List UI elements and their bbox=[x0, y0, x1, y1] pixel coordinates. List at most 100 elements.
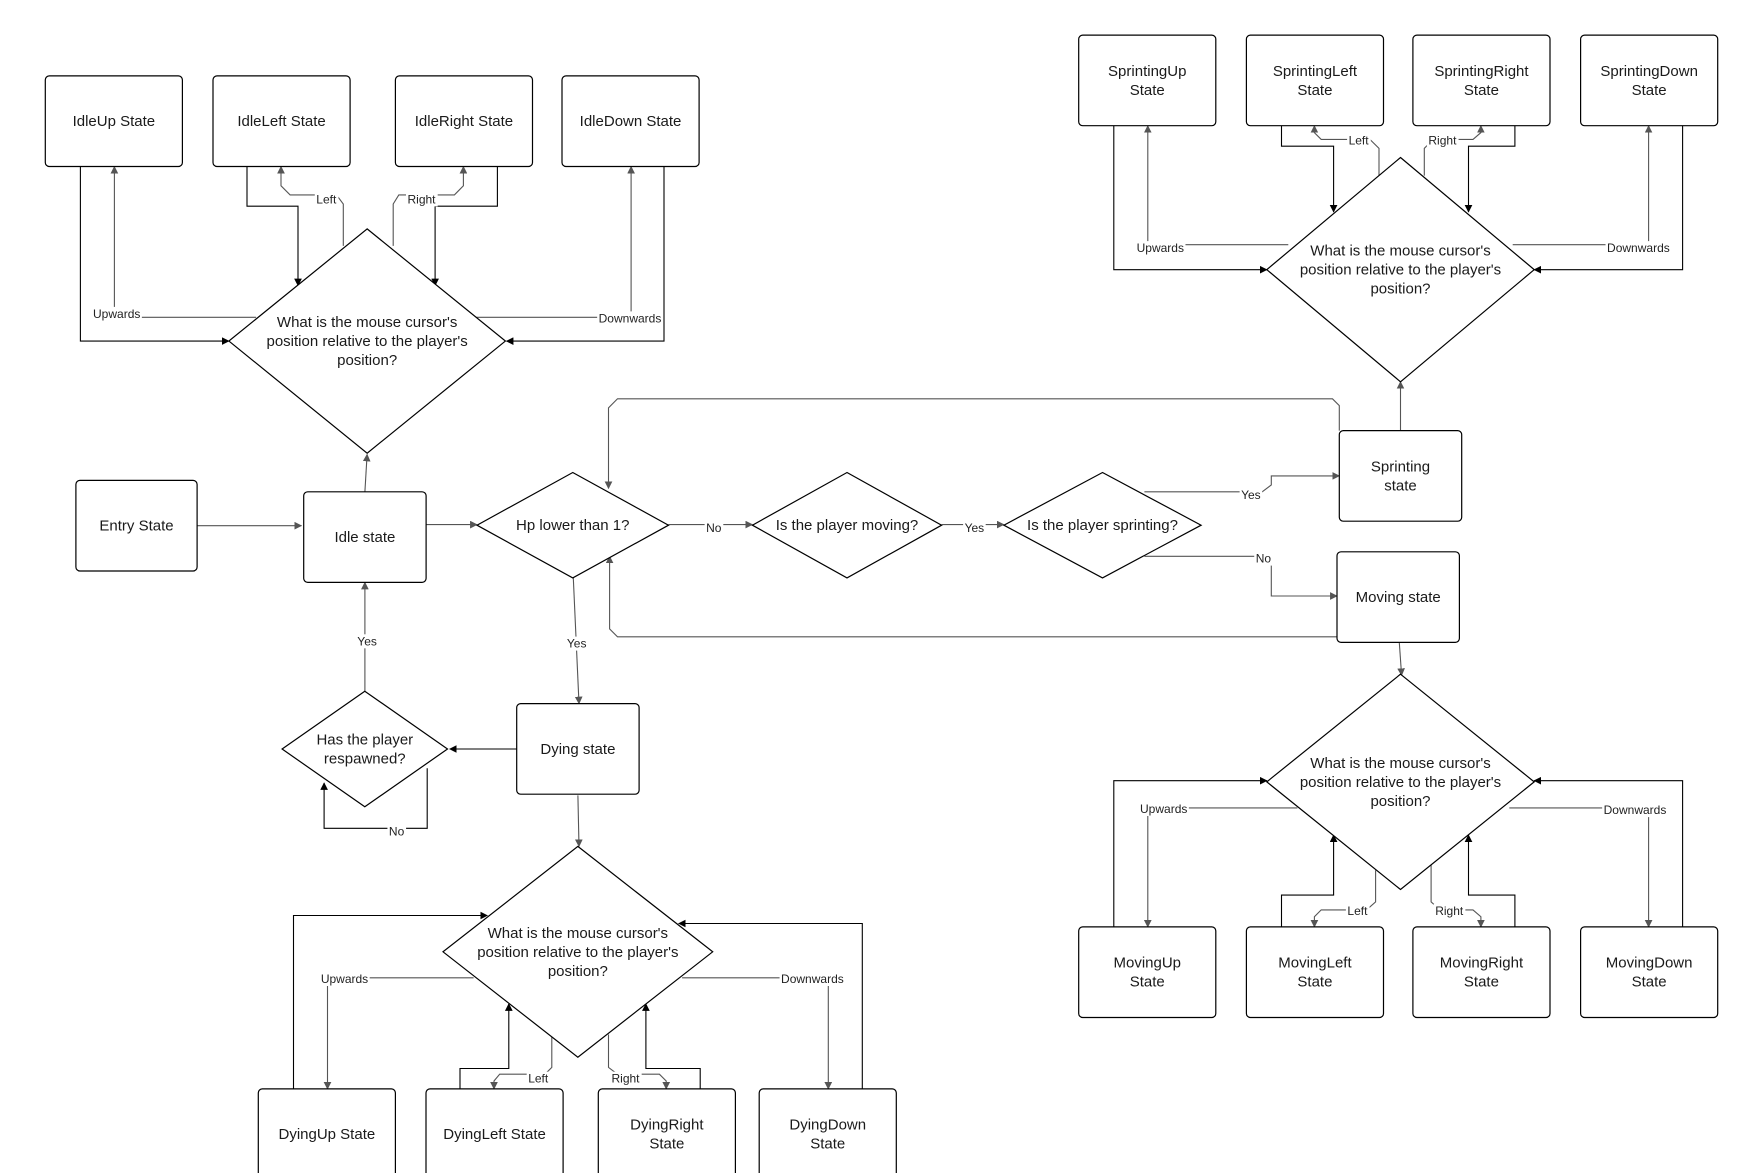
edge-label-text: Right bbox=[611, 1072, 640, 1086]
decision-diamond bbox=[281, 690, 449, 808]
node-moving-check: Is the player moving? bbox=[751, 471, 943, 579]
edge-label-text: No bbox=[706, 521, 722, 535]
edge-connector bbox=[1280, 834, 1338, 927]
edge-connector bbox=[79, 166, 230, 345]
state-box bbox=[1078, 34, 1217, 127]
decision-diamond bbox=[1265, 673, 1536, 891]
edge-connector bbox=[1143, 807, 1298, 928]
node-label: IdleUp State bbox=[73, 113, 156, 130]
edge-label-respawn-yes: Yes bbox=[355, 634, 379, 649]
edge-label-idle-upwards: Upwards bbox=[91, 306, 142, 321]
edge-label-text: Left bbox=[1349, 134, 1370, 148]
node-label: DyingUp State bbox=[278, 1126, 375, 1143]
decision-diamond bbox=[442, 845, 714, 1058]
edge-connector bbox=[1113, 776, 1268, 927]
state-box bbox=[303, 491, 427, 583]
state-box bbox=[257, 1088, 396, 1173]
edge-label-moving-upwards: Upwards bbox=[1138, 802, 1189, 816]
state-box bbox=[75, 479, 198, 572]
edge-label-text: Upwards bbox=[321, 972, 368, 986]
edge-connector bbox=[1144, 472, 1341, 493]
node-dying-up: DyingUp State bbox=[257, 1088, 396, 1173]
edge-connector bbox=[604, 398, 1340, 490]
node-entry: Entry State bbox=[75, 479, 198, 572]
edge-label-idle-right: Right bbox=[405, 192, 438, 207]
edge-connector bbox=[431, 166, 498, 287]
edge-connector bbox=[605, 555, 1337, 638]
edge-label-dying-downwards: Downwards bbox=[779, 972, 846, 986]
edge-label-text: Yes bbox=[965, 521, 985, 535]
edge-connector bbox=[459, 1003, 513, 1089]
edge-label-text: Upwards bbox=[93, 307, 140, 321]
edge-connector bbox=[682, 977, 833, 1090]
edge-connector bbox=[1397, 642, 1405, 677]
node-idle-left: IdleLeft State bbox=[212, 75, 351, 168]
edge-label-sprint-upwards: Upwards bbox=[1135, 241, 1186, 256]
state-box bbox=[1338, 430, 1463, 522]
state-box bbox=[1412, 34, 1551, 127]
state-box bbox=[394, 75, 534, 168]
node-label: IdleDown State bbox=[580, 113, 682, 130]
edge-label-hp-no: No bbox=[704, 521, 724, 535]
edge-connector bbox=[1512, 125, 1653, 246]
edge-connector bbox=[362, 453, 371, 492]
node-label: DyingLeft State bbox=[443, 1126, 546, 1143]
node-idle-down: IdleDown State bbox=[561, 75, 700, 168]
state-box bbox=[1245, 926, 1385, 1019]
decision-diamond bbox=[1002, 471, 1203, 579]
decision-diamond bbox=[1265, 156, 1536, 383]
edge-label-sprint-left: Left bbox=[1347, 133, 1371, 148]
edge-label-text: Right bbox=[407, 192, 436, 206]
node-label: Dying state bbox=[540, 741, 615, 758]
edge-label-text: Downwards bbox=[1607, 241, 1670, 255]
edge-label-dying-right: Right bbox=[609, 1071, 642, 1086]
edge-connector bbox=[110, 165, 257, 318]
edge-label-text: No bbox=[389, 825, 405, 839]
node-label: Is the player moving? bbox=[776, 517, 919, 534]
edge-connector bbox=[1280, 125, 1338, 213]
edge-label-text: Yes bbox=[567, 637, 587, 651]
node-idle-up: IdleUp State bbox=[44, 75, 184, 168]
edge-label-moving-yes: Yes bbox=[963, 521, 986, 535]
node-dying: Dying state bbox=[516, 702, 640, 795]
edge-connector bbox=[1144, 555, 1338, 600]
state-box bbox=[1412, 926, 1551, 1019]
edge-label-text: Right bbox=[1428, 134, 1457, 148]
decision-diamond bbox=[475, 471, 670, 579]
edge-connector bbox=[677, 919, 863, 1089]
edge-connector bbox=[1533, 776, 1684, 927]
state-box bbox=[561, 75, 700, 168]
edge-connector bbox=[1533, 125, 1684, 274]
edge-label-sprint-yes: Yes bbox=[1239, 488, 1263, 503]
state-box bbox=[1336, 551, 1461, 643]
edge-connector bbox=[246, 166, 302, 287]
node-dying-left: DyingLeft State bbox=[425, 1088, 564, 1173]
edge-label-sprint-no: No bbox=[1254, 551, 1273, 566]
edge-label-text: Left bbox=[528, 1072, 549, 1086]
edge-label-moving-left: Left bbox=[1345, 904, 1370, 918]
edge-label-text: Downwards bbox=[781, 972, 844, 986]
node-sprint-check: Is the player sprinting? bbox=[1002, 471, 1203, 579]
decision-diamond bbox=[751, 471, 943, 579]
edge-label-moving-downwards: Downwards bbox=[1602, 803, 1668, 818]
